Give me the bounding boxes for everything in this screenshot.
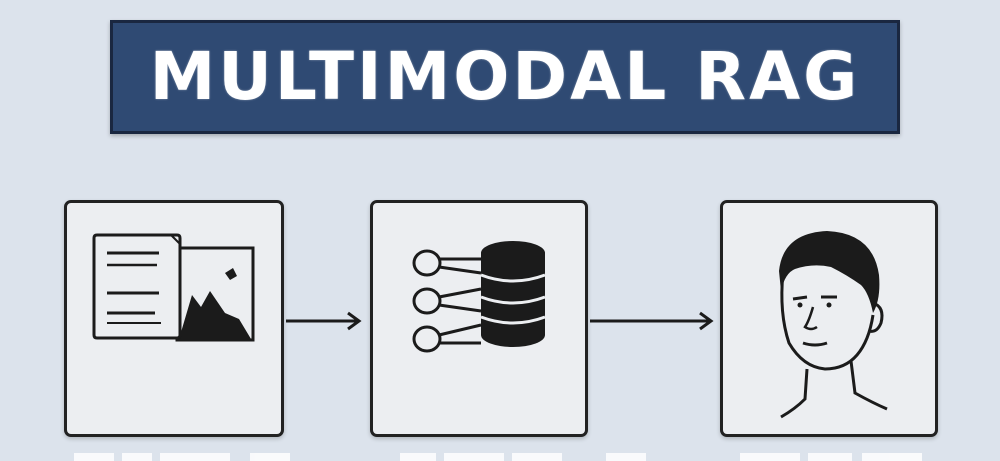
arrow-right-icon: [286, 311, 362, 331]
person-face-icon: [779, 231, 888, 419]
document-image-icon: [92, 233, 255, 342]
step-panel-user: [720, 200, 938, 437]
page-title: MULTIMODAL RAG: [149, 38, 861, 115]
arrow-right-icon: [590, 311, 714, 331]
title-banner: MULTIMODAL RAG: [110, 20, 900, 134]
step-panel-documents: [64, 200, 284, 437]
cropped-caption-strip: [74, 453, 922, 461]
step-panel-embedding-store: [370, 200, 588, 437]
embedding-database-icon: [412, 241, 546, 353]
